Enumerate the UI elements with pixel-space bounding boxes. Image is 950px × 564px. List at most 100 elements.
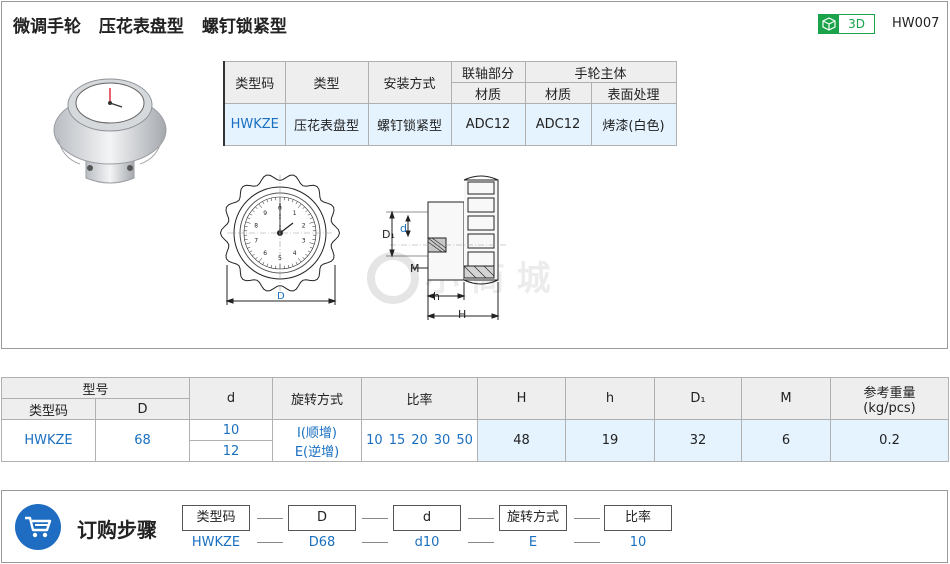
- ratio-option[interactable]: 15: [388, 433, 406, 448]
- header-shaft-material: 材质: [450, 82, 526, 104]
- cell-shaft-material: ADC12: [450, 103, 526, 146]
- label-h: h: [433, 290, 440, 303]
- step-d-value: d10: [414, 535, 440, 550]
- ratio-option[interactable]: 10: [366, 433, 383, 448]
- ratio-option[interactable]: 20: [411, 433, 428, 448]
- step-D-value: D68: [308, 535, 336, 550]
- dial-tick: [309, 242, 315, 245]
- knurled-rim: [219, 174, 341, 292]
- dial-tick: [295, 201, 298, 205]
- header-surface: 表面处理: [590, 82, 677, 104]
- rotation-option-2[interactable]: E(逆增): [294, 444, 340, 460]
- header-type-code: 类型码: [223, 61, 286, 104]
- step-connector: [257, 542, 283, 543]
- cell-h: 19: [565, 419, 656, 462]
- dial-tick: [305, 253, 308, 257]
- header-type-code: 类型码: [1, 398, 96, 420]
- header-H: H: [477, 377, 567, 420]
- header-model: 型号: [0, 377, 191, 399]
- header-weight-line1: 参考重量: [863, 385, 916, 401]
- cell-wheel-material: ADC12: [524, 103, 592, 146]
- dial-tick: [287, 264, 290, 268]
- side-view-drawing: D₁ d M h H: [382, 175, 508, 321]
- dial-number: 4: [293, 250, 297, 257]
- dial-tick: [312, 238, 316, 240]
- cell-type-code: HWKZE: [223, 103, 286, 146]
- title-part-3: 螺钉锁紧型: [201, 17, 287, 37]
- dial-number: 9: [263, 210, 267, 217]
- dial-tick: [307, 250, 311, 253]
- dial-tick: [255, 206, 258, 210]
- 3d-label: 3D: [848, 17, 865, 31]
- rotation-option-1[interactable]: I(顺增): [297, 425, 337, 441]
- product-photo: [53, 78, 167, 184]
- order-title: 订购步骤: [77, 518, 157, 542]
- dial-number: 8: [254, 222, 258, 229]
- dial-tick: [302, 256, 305, 260]
- header-rotation: 旋转方式: [272, 377, 363, 420]
- dial-tick: [297, 257, 302, 263]
- header-D: D: [94, 398, 191, 420]
- cell-D[interactable]: 68: [94, 419, 191, 462]
- dial-tick: [309, 246, 313, 249]
- cell-type-code[interactable]: HWKZE: [1, 419, 96, 462]
- dial-tick: [270, 198, 273, 202]
- dial-tick: [297, 203, 302, 209]
- dial-tick: [291, 199, 294, 203]
- header-h: h: [565, 377, 656, 420]
- parameter-table: 型号 d 旋转方式 比率 H h D₁ M 参考重量 (kg/pcs) 类型码 …: [0, 377, 950, 462]
- header-d: d: [189, 377, 274, 420]
- cell-d-option-2[interactable]: 12: [189, 440, 274, 462]
- ratio-option[interactable]: 30: [433, 433, 451, 448]
- cell-d-option-1[interactable]: 10: [189, 419, 274, 441]
- step-rotation-box: 旋转方式: [499, 505, 567, 531]
- label-d: d: [400, 222, 407, 235]
- dial-tick: [245, 242, 251, 245]
- cell-surface: 烤漆(白色): [590, 103, 677, 146]
- cell-type: 压花表盘型: [284, 103, 369, 146]
- dial-number: 0: [278, 205, 282, 212]
- step-D-box: D: [288, 505, 356, 531]
- dial-tick: [291, 263, 294, 267]
- step-connector: [468, 518, 494, 519]
- dial-number: 3: [302, 238, 306, 245]
- dial-tick: [287, 198, 290, 202]
- dial-tick: [244, 238, 248, 240]
- cube-icon: [819, 15, 839, 33]
- cell-D1: 32: [654, 419, 743, 462]
- header-D1: D₁: [654, 377, 743, 420]
- cell-ratio: 10 15 20 30 50: [361, 419, 479, 462]
- dial-tick: [247, 217, 251, 220]
- dial-number: 5: [278, 255, 282, 262]
- cell-M: 6: [741, 419, 832, 462]
- label-D: D: [277, 291, 285, 302]
- dial-tick: [307, 213, 311, 216]
- step-connector: [362, 542, 388, 543]
- dial-tick: [252, 209, 255, 213]
- header-ratio: 比率: [361, 377, 479, 420]
- 3d-button[interactable]: 3D: [818, 14, 875, 34]
- dial-tick: [249, 213, 253, 216]
- dial-tick: [249, 250, 253, 253]
- page-title: 微调手轮 压花表盘型 螺钉锁紧型: [13, 12, 299, 37]
- header-wheel-material: 材质: [524, 82, 592, 104]
- label-H: H: [458, 308, 466, 321]
- step-connector: [257, 518, 283, 519]
- dial-tick: [266, 199, 269, 203]
- dial-number: 7: [254, 238, 258, 245]
- header-weight-line2: (kg/pcs): [863, 400, 916, 416]
- cell-install: 螺钉锁紧型: [367, 103, 452, 146]
- dial-tick: [262, 201, 265, 205]
- dial-tick: [244, 226, 248, 228]
- step-connector: [574, 542, 600, 543]
- dial-tick: [247, 246, 251, 249]
- title-part-1: 微调手轮: [13, 17, 81, 37]
- dial-number: 2: [302, 222, 306, 229]
- dial-tick: [258, 257, 262, 263]
- step-ratio-value: 10: [629, 535, 647, 550]
- cell-rotation: I(顺增) E(逆增): [272, 419, 363, 462]
- dial-tick: [270, 264, 273, 268]
- step-rotation-value: E: [528, 535, 538, 550]
- ratio-option[interactable]: 50: [456, 433, 473, 448]
- product-panel: [1, 1, 948, 349]
